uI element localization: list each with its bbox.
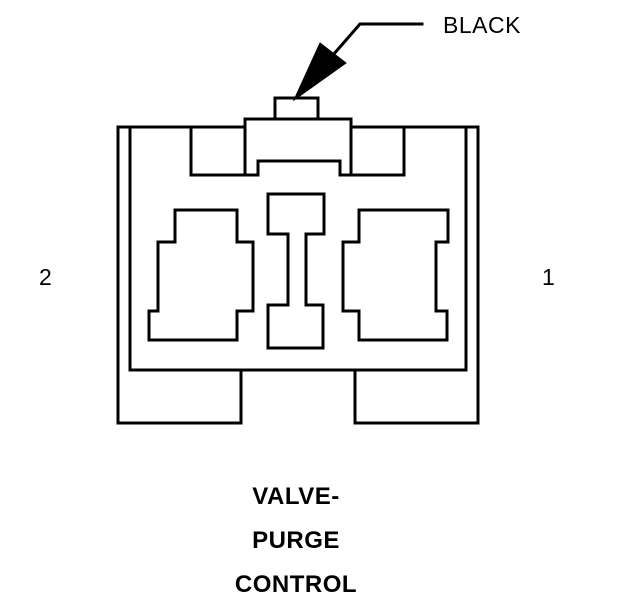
connector-left-tab: [116, 368, 243, 425]
connector-inner-frame: [128, 125, 468, 372]
callout-arrowhead: [292, 42, 347, 102]
connector-latch-recess: [189, 125, 406, 177]
terminal-cavity-pin-2: [147, 208, 255, 342]
pin-number-left: 2: [39, 264, 52, 290]
pin-number-right: 1: [542, 264, 555, 290]
callout-leader-line: [330, 22, 424, 58]
callout-color-label: BLACK: [443, 12, 521, 38]
title-line-1: VALVE-: [252, 483, 340, 510]
title-line-2: PURGE: [252, 527, 340, 554]
connector-outer-frame: [116, 117, 480, 425]
connector-latch-button: [273, 96, 320, 121]
connector-title: VALVE- PURGE CONTROL: [196, 475, 396, 607]
connector-right-tab: [353, 368, 480, 425]
center-polarizing-key: [266, 192, 326, 350]
title-line-3: CONTROL: [234, 571, 358, 598]
terminal-cavity-pin-1: [341, 208, 450, 342]
